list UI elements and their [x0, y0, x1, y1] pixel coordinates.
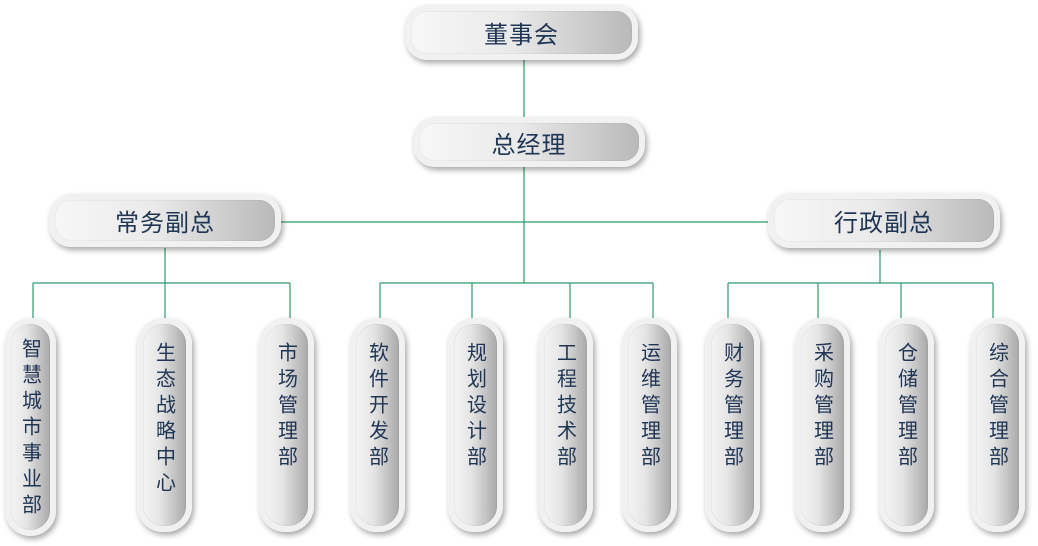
node-board: 董事会	[405, 5, 638, 60]
dept-node: 运维管理部	[622, 318, 677, 532]
dept-label: 规划设计部	[463, 342, 488, 472]
node-gm-label: 总经理	[491, 130, 567, 159]
dept-node: 综合管理部	[970, 318, 1025, 532]
dept-node: 市场管理部	[259, 318, 314, 532]
node-avp: 行政副总	[768, 193, 1000, 248]
dept-label: 运维管理部	[637, 342, 662, 472]
node-evp: 常务副总	[49, 194, 281, 247]
dept-node: 智慧城市事业部	[5, 318, 56, 536]
dept-node: 软件开发部	[350, 318, 405, 532]
dept-label: 财务管理部	[720, 342, 745, 472]
dept-label: 仓储管理部	[894, 342, 919, 472]
node-evp-label: 常务副总	[115, 209, 215, 237]
dept-label: 市场管理部	[274, 342, 299, 472]
dept-node: 仓储管理部	[879, 318, 934, 532]
dept-label: 工程技术部	[553, 342, 578, 472]
node-board-label: 董事会	[484, 21, 559, 49]
dept-label: 采购管理部	[810, 342, 835, 472]
dept-node: 规划设计部	[448, 318, 503, 532]
dept-label: 生态战略中心	[152, 342, 177, 498]
node-avp-label: 行政副总	[834, 209, 934, 237]
dept-node: 财务管理部	[705, 318, 760, 532]
dept-label: 软件开发部	[365, 342, 390, 472]
dept-label: 智慧城市事业部	[18, 338, 43, 520]
node-gm: 总经理	[413, 117, 645, 167]
dept-node: 采购管理部	[795, 318, 850, 532]
dept-node: 工程技术部	[538, 318, 593, 532]
dept-node: 生态战略中心	[137, 318, 192, 532]
dept-label: 综合管理部	[985, 342, 1010, 472]
